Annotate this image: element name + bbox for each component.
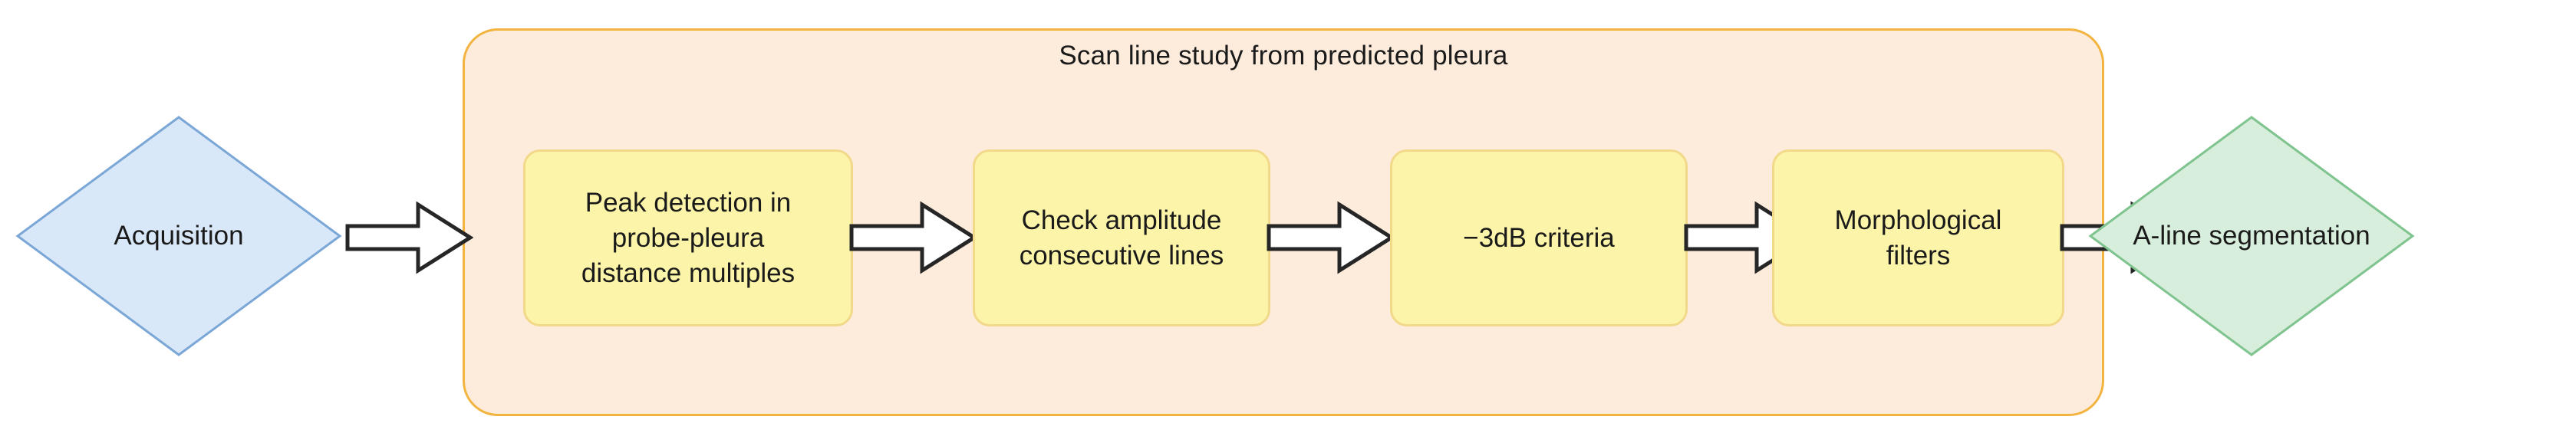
step-morphological-filters[interactable]: Morphological filters	[1772, 149, 2064, 326]
arrow-peak-detection-to-check-amplitude	[848, 200, 978, 279]
node-acquisition[interactable]: Acquisition	[15, 115, 342, 357]
node-a-line-segmentation-label: A-line segmentation	[2088, 218, 2415, 254]
block-arrow-icon	[345, 201, 474, 274]
step-check-amplitude-line1: Check amplitude	[1021, 205, 1222, 235]
node-acquisition-label: Acquisition	[114, 221, 244, 251]
step-peak-detection-line2: probe-pleura	[611, 222, 765, 253]
diamond-shape-icon	[15, 116, 342, 356]
step-db-criteria[interactable]: −3dB criteria	[1390, 149, 1688, 326]
step-peak-detection[interactable]: Peak detection in probe-pleura distance …	[523, 149, 853, 326]
block-arrow-icon	[1267, 201, 1395, 274]
step-morphological-filters-line1: Morphological	[1834, 205, 2002, 235]
diamond-shape-icon	[2088, 116, 2415, 356]
group-title: Scan line study from predicted pleura	[1059, 41, 1508, 71]
step-check-amplitude-line2: consecutive lines	[1019, 240, 1224, 271]
node-a-line-segmentation-line2: segmentation	[2209, 221, 2370, 251]
node-a-line-segmentation[interactable]: A-line segmentation	[2088, 115, 2415, 357]
step-morphological-filters-line2: filters	[1886, 240, 1951, 271]
arrow-check-amplitude-to-db-criteria	[1266, 200, 1395, 279]
node-a-line-segmentation-line1: A-line	[2133, 221, 2202, 251]
arrow-acquisition-to-peak-detection	[344, 200, 474, 279]
block-arrow-icon	[849, 201, 978, 274]
step-db-criteria-line1: −3dB criteria	[1463, 222, 1615, 253]
step-peak-detection-line1: Peak detection in	[585, 187, 792, 218]
step-check-amplitude[interactable]: Check amplitude consecutive lines	[973, 149, 1270, 326]
step-peak-detection-line3: distance multiples	[581, 257, 796, 288]
